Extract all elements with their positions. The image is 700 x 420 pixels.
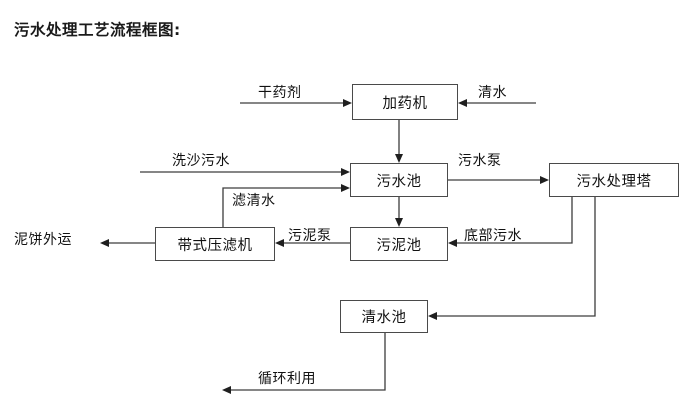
terminal-recycling-use: 循环利用 (258, 371, 316, 387)
edge-sludge-to-belt-press (275, 239, 350, 247)
node-sludge-pool-label: 污泥池 (376, 237, 422, 254)
page-title: 污水处理工艺流程框图: (14, 21, 181, 39)
node-clear-water-pool[interactable]: 清水池 (340, 300, 428, 333)
node-clear-water-pool-label: 清水池 (361, 310, 407, 326)
edge-label-sludge-pump: 污泥泵 (288, 228, 332, 244)
edge-clear-pool-to-recycle (222, 333, 386, 394)
node-dosing-machine-label: 加药机 (382, 95, 428, 112)
terminal-dry-agent: 干药剂 (258, 85, 302, 101)
edge-label-filtrate-water: 滤清水 (232, 193, 276, 209)
node-sewage-treatment-tower[interactable]: 污水处理塔 (549, 163, 679, 197)
edge-clean-water-to-dosing (458, 99, 536, 107)
node-sludge-pool[interactable]: 污泥池 (350, 227, 448, 261)
node-sewage-pool-label: 污水池 (376, 173, 422, 190)
node-sewage-treatment-tower-label: 污水处理塔 (576, 173, 652, 190)
terminal-clean-water: 清水 (478, 85, 507, 101)
edge-belt-press-to-mud-cake (100, 239, 155, 247)
node-belt-filter-press-label: 带式压滤机 (177, 237, 253, 254)
edge-label-sewage-pump: 污水泵 (458, 153, 502, 169)
edge-dosing-to-sewage-pool (395, 120, 403, 163)
node-dosing-machine[interactable]: 加药机 (352, 84, 458, 120)
edge-pool-to-tower (448, 176, 549, 184)
terminal-mud-cake-transport: 泥饼外运 (14, 232, 72, 248)
edge-sand-sewage-to-pool (140, 168, 350, 176)
edge-tower-to-clear-pool (428, 197, 596, 320)
terminal-sand-washing-sewage: 洗沙污水 (172, 153, 230, 169)
node-belt-filter-press[interactable]: 带式压滤机 (155, 227, 275, 261)
edge-tower-to-sludge (448, 197, 573, 247)
edge-pool-to-sludge (395, 197, 403, 227)
edge-filtrate-to-pool (222, 184, 350, 227)
edge-dry-agent-to-dosing (240, 99, 352, 107)
edge-label-bottom-sewage: 底部污水 (464, 228, 522, 244)
node-sewage-pool[interactable]: 污水池 (350, 163, 448, 197)
